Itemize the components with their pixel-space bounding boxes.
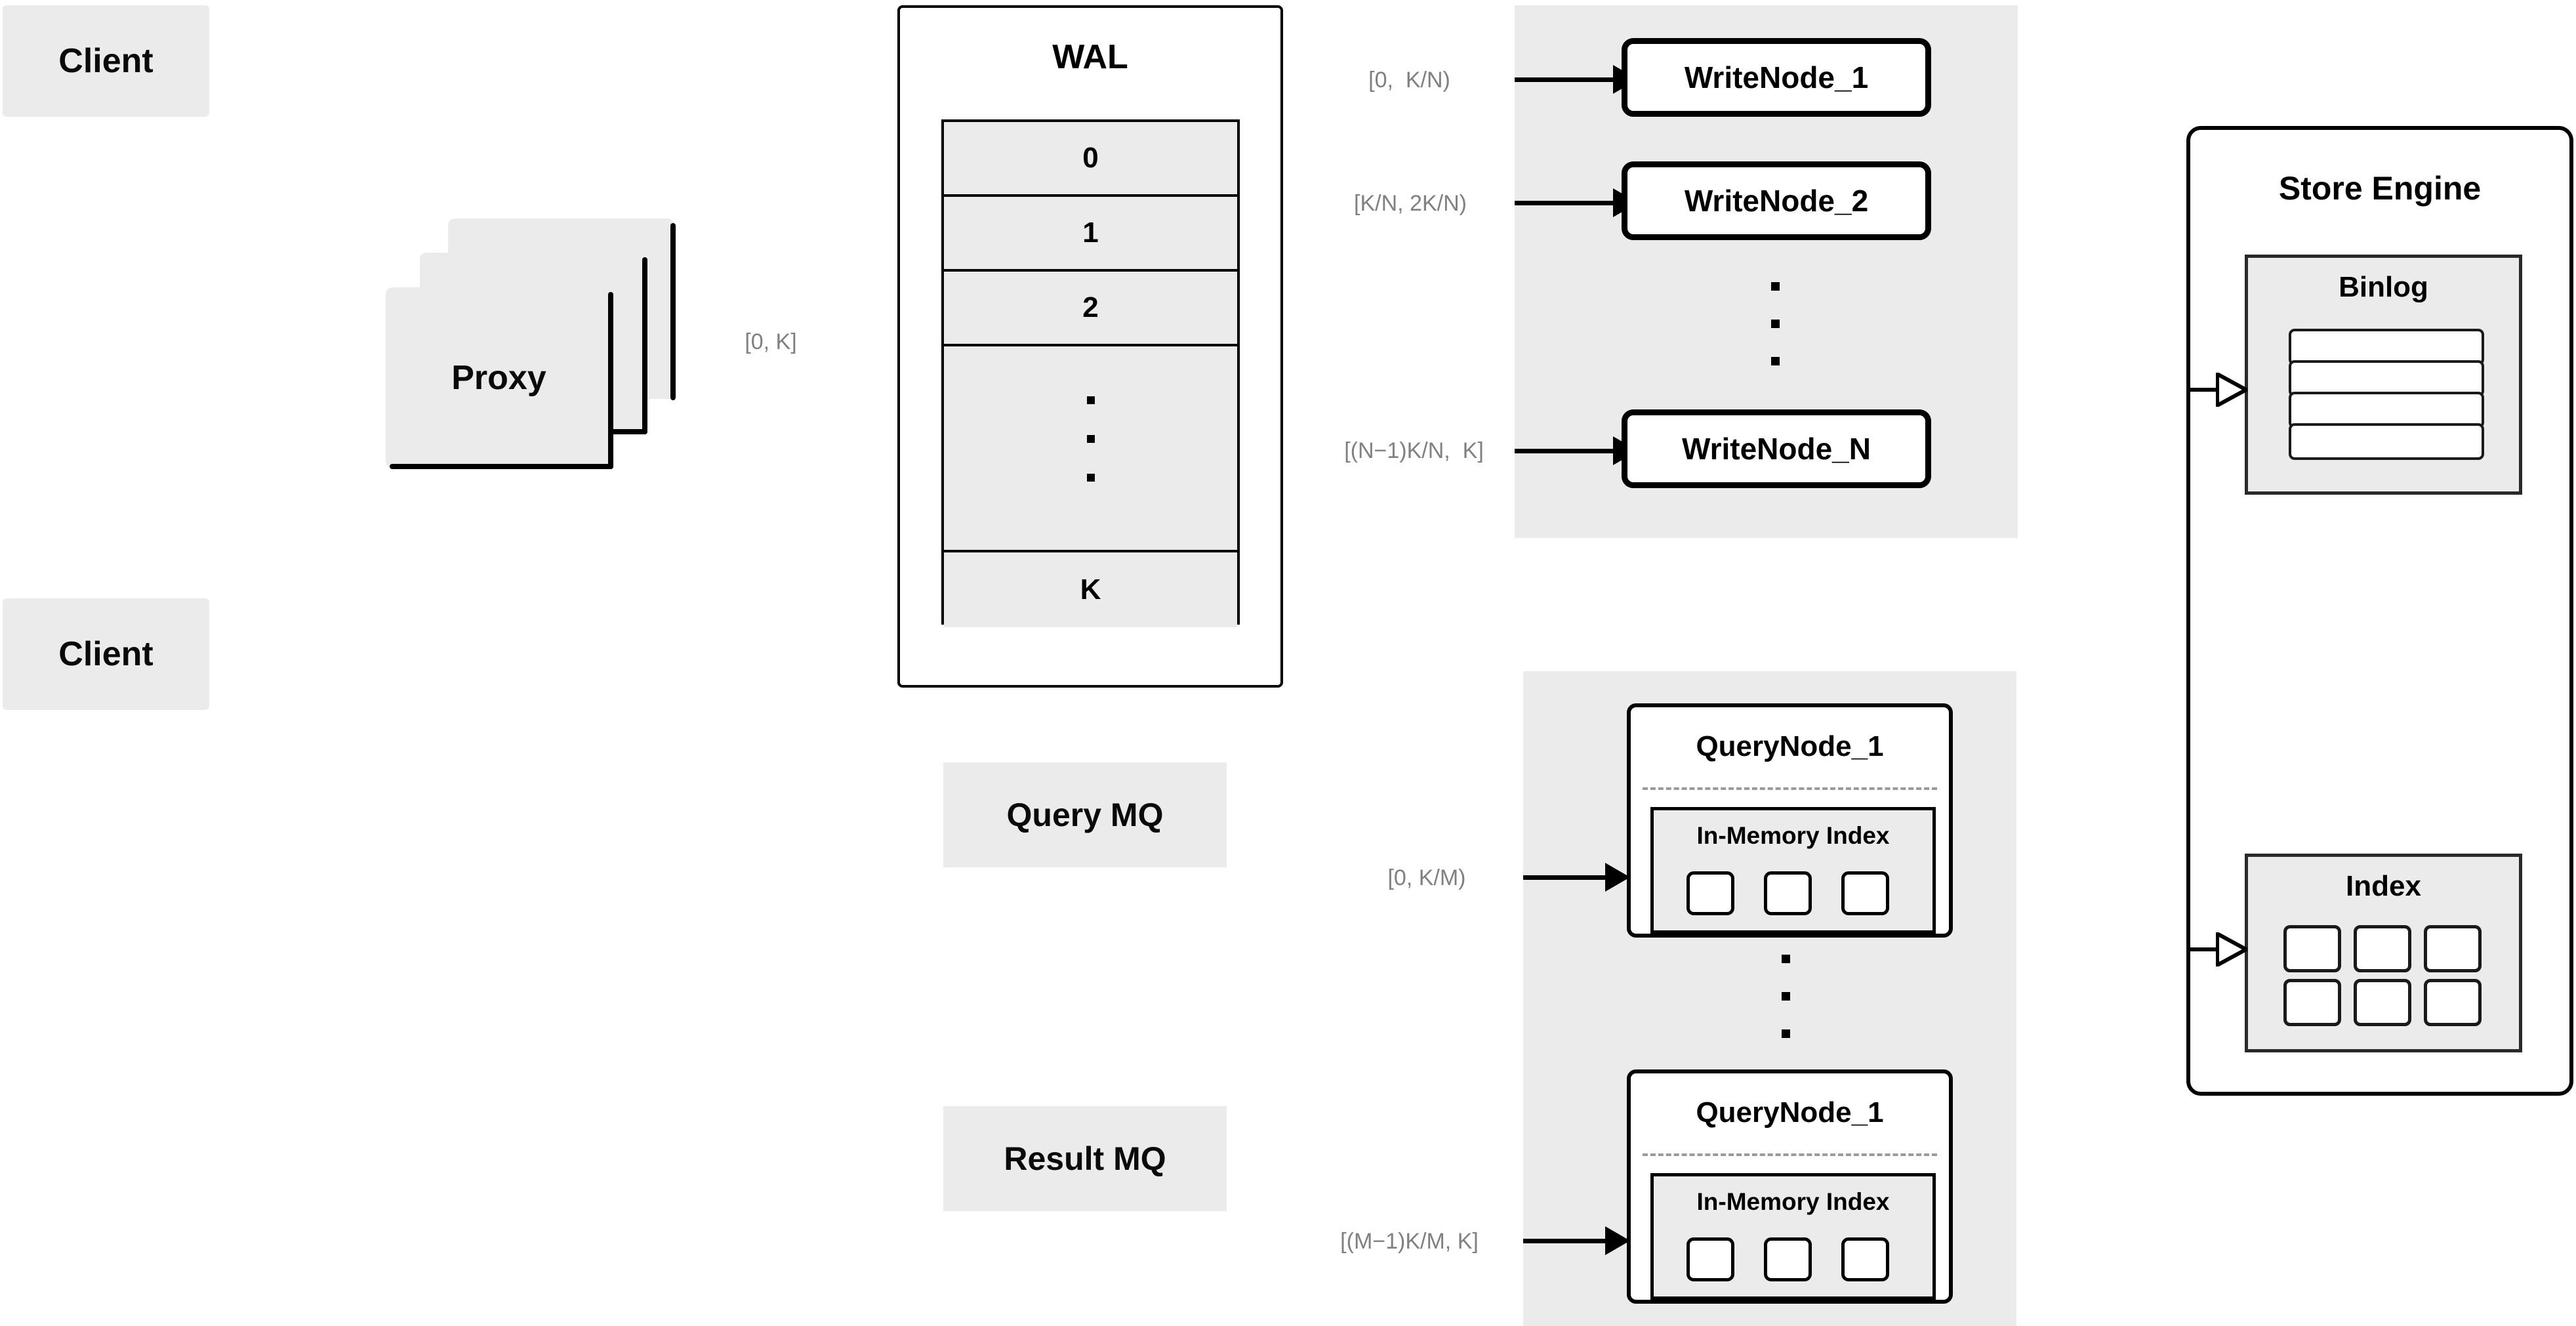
query-mq-box[interactable]: Query MQ [943,762,1227,867]
querynode-m-inmemory-index-title: In-Memory Index [1696,1188,1890,1215]
querynode-1-inmemory-index-title: In-Memory Index [1696,822,1890,849]
arrow-head-querynode-m [1605,1226,1630,1255]
writenode-1-label: WriteNode_1 [1684,60,1869,94]
store-engine-title: Store Engine [2278,170,2482,207]
wal-cell-k: K [944,552,1237,627]
querynode-1[interactable]: QueryNode_1 In-Memory Index [1627,703,1953,938]
querynode-m[interactable]: QueryNode_1 In-Memory Index [1627,1069,1953,1304]
writenode-2-label: WriteNode_2 [1684,184,1869,218]
arrow-line-writenode-1 [1515,77,1613,82]
client-box-1[interactable]: Client [3,5,209,117]
index-cell-5 [2354,979,2411,1026]
edge-label-proxy-to-wal: [0, K] [728,321,813,362]
write-cluster-ellipsis [1771,282,1780,365]
client-label-2: Client [58,635,153,673]
querynode-1-divider [1643,787,1937,790]
querynode-m-index-cell-2 [1764,1237,1812,1281]
writenode-2[interactable]: WriteNode_2 [1622,161,1931,240]
wal-cell-0: 0 [944,122,1237,197]
result-mq-box[interactable]: Result MQ [943,1106,1227,1211]
client-box-2[interactable]: Client [3,598,209,710]
index-cell-4 [2283,979,2341,1026]
querynode-1-index-cell-1 [1687,871,1734,915]
querynode-1-index-cell-2 [1764,871,1812,915]
querynode-m-inmemory-index: In-Memory Index [1650,1173,1936,1300]
wal-table: 0 1 2 K [941,119,1240,627]
proxy-card-middle-edge [642,257,647,434]
arrow-line-querynode-1 [1523,875,1605,880]
arrow-line-writenode-2 [1515,201,1613,205]
index-cell-3 [2424,925,2482,972]
querynode-m-divider [1643,1153,1937,1156]
binlog-row-4 [2289,423,2484,460]
proxy-card-back-edge [670,223,676,400]
wal-cell-1: 1 [944,197,1237,272]
arrow-line-querynode-m [1523,1239,1605,1243]
querynode-m-index-cell-1 [1687,1237,1734,1281]
binlog-row-2 [2289,360,2484,397]
edge-label-querynode-m: [(M−1)K/M, K] [1333,1221,1486,1262]
proxy-label: Proxy [451,358,546,397]
querynode-1-inmemory-index: In-Memory Index [1650,807,1936,934]
index-cell-2 [2354,925,2411,972]
arrow-head-open-index [2216,932,2247,966]
edge-label-writenode-n: [(N−1)K/N, K] [1330,430,1498,472]
query-mq-label: Query MQ [1006,797,1164,833]
querynode-m-index-cell-3 [1841,1237,1889,1281]
edge-label-querynode-1: [0, K/M) [1375,858,1479,898]
binlog-panel: Binlog [2245,255,2522,495]
index-cell-1 [2283,925,2341,972]
querynode-1-index-cell-3 [1841,871,1889,915]
wal-cell-2: 2 [944,272,1237,346]
proxy-card-front-edge-bottom [390,464,613,469]
edge-label-writenode-2: [K/N, 2K/N) [1335,182,1486,224]
result-mq-label: Result MQ [1004,1140,1166,1177]
index-title: Index [2346,870,2421,902]
arrow-line-writenode-n [1515,449,1613,453]
index-cell-6 [2424,979,2482,1026]
edge-label-writenode-1: [0, K/N) [1346,59,1473,101]
arrow-head-open-binlog [2216,373,2247,407]
writenode-n-label: WriteNode_N [1682,432,1871,466]
querynode-m-title: QueryNode_1 [1696,1096,1884,1129]
writenode-1[interactable]: WriteNode_1 [1622,38,1931,117]
wal-title: WAL [1052,38,1128,76]
writenode-n[interactable]: WriteNode_N [1622,409,1931,488]
index-panel: Index [2245,854,2522,1052]
arrow-line-to-index [2188,947,2218,951]
query-cluster-ellipsis [1782,955,1790,1038]
arrow-line-to-binlog [2188,388,2218,392]
client-label-1: Client [58,42,153,80]
querynode-1-title: QueryNode_1 [1696,730,1884,762]
arrow-head-querynode-1 [1605,863,1630,892]
wal-cell-ellipsis [944,346,1237,552]
binlog-title: Binlog [2339,271,2428,303]
proxy-card-front-edge [608,292,613,469]
proxy-card-front[interactable]: Proxy [386,287,612,468]
